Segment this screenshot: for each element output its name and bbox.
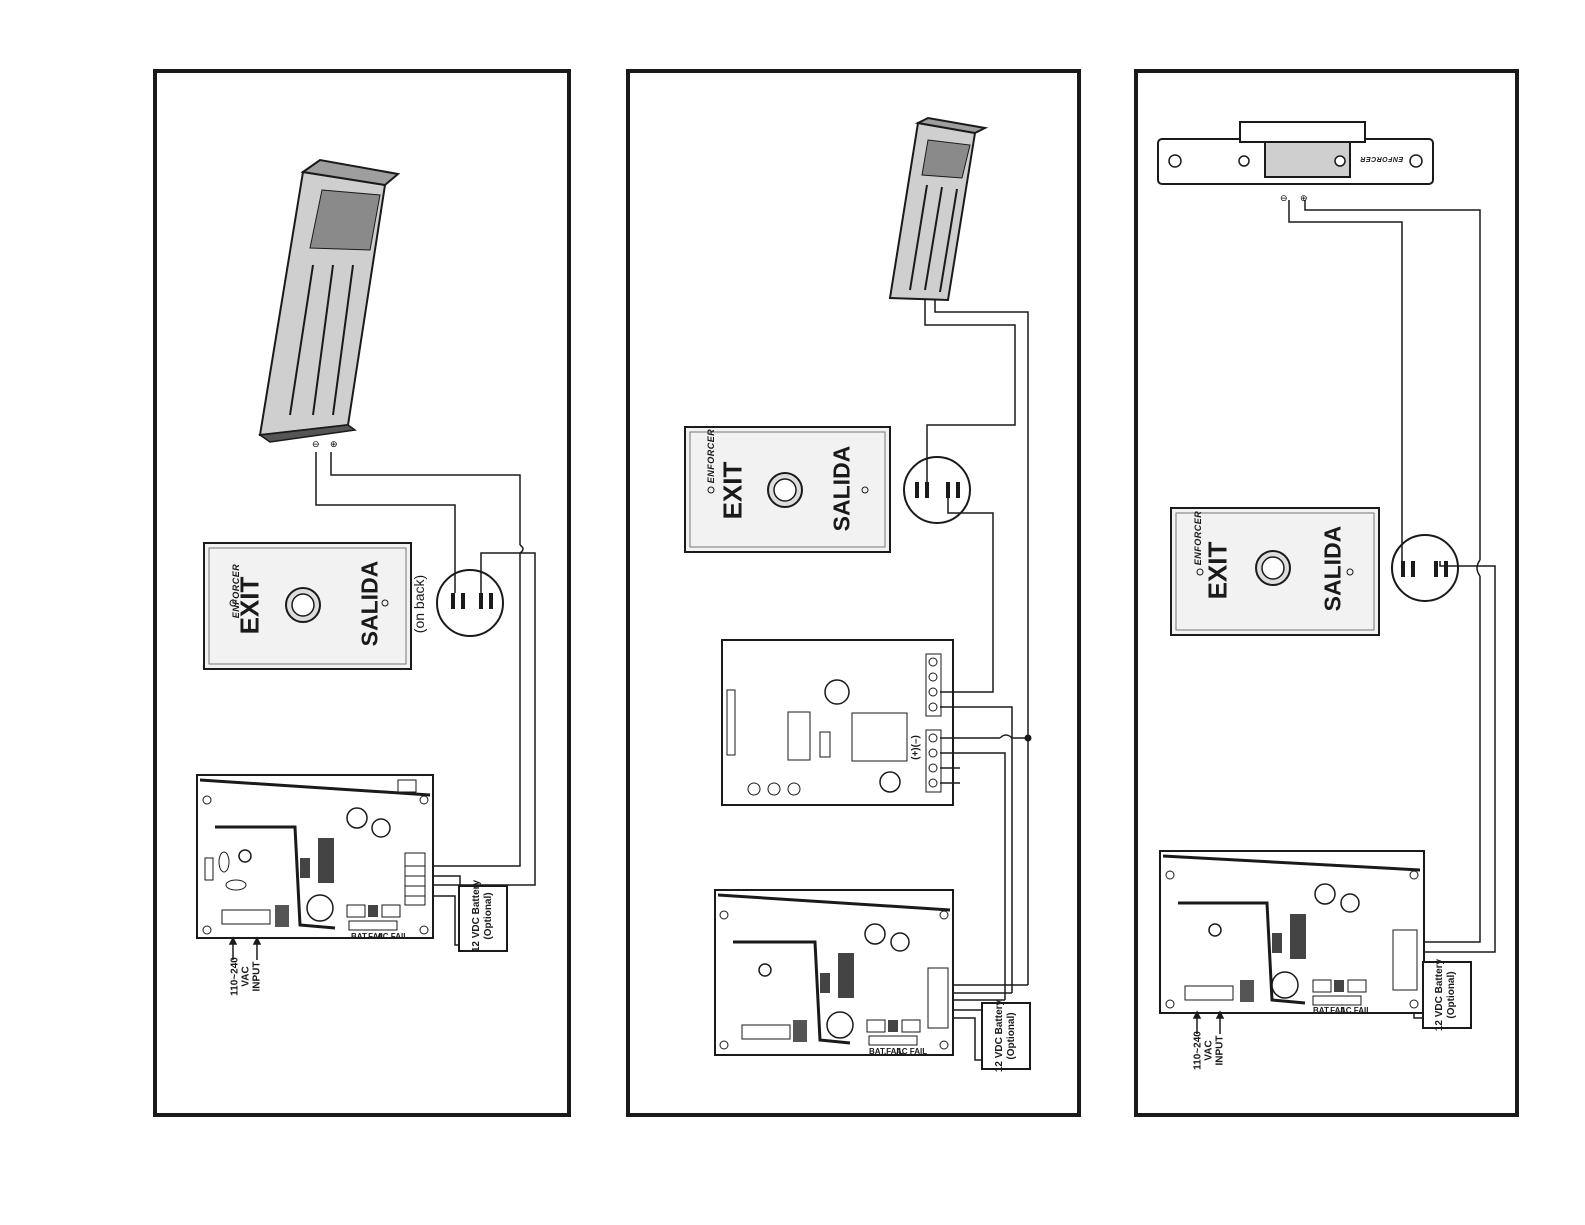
maglock-device-2 <box>890 118 985 300</box>
ac-input-label-3: 110~240 VAC INPUT <box>1193 1021 1226 1081</box>
exit-plate-salida-label-3: SALIDA <box>1320 519 1347 619</box>
relay-terminal-label: (+)(–) <box>911 728 922 768</box>
power-supply-board-2 <box>715 890 953 1055</box>
wire-junction <box>1025 735 1032 742</box>
exit-plate-salida-label-2: SALIDA <box>829 439 856 539</box>
exit-plate-brand-3: ENFORCER <box>1193 508 1203 568</box>
timer-relay-board <box>722 640 953 805</box>
ac-fail-label-2: AC FAIL <box>896 1047 927 1056</box>
exit-plate-brand-2: ENFORCER <box>706 426 716 486</box>
battery-label-line2: (Optional) <box>1006 996 1018 1076</box>
battery-label-line1: 12 VDC Battery <box>1434 955 1446 1035</box>
exit-plate-exit-label-2: EXIT <box>718 461 749 521</box>
exit-plate-exit-label-3: EXIT <box>1203 541 1234 601</box>
strike-brand-label: ENFORCER <box>1360 155 1403 162</box>
battery-label-line1: 12 VDC Battery <box>994 996 1006 1076</box>
battery-label-3: 12 VDC Battery (Optional) <box>1434 955 1458 1035</box>
input-label-line2: VAC <box>1204 1021 1215 1081</box>
input-label-line3: INPUT <box>1215 1021 1226 1081</box>
battery-label-2: 12 VDC Battery (Optional) <box>994 996 1018 1076</box>
battery-label-line2: (Optional) <box>1446 955 1458 1035</box>
input-label-line1: 110~240 <box>1193 1021 1204 1081</box>
ac-fail-label-3: AC FAIL <box>1340 1006 1371 1015</box>
